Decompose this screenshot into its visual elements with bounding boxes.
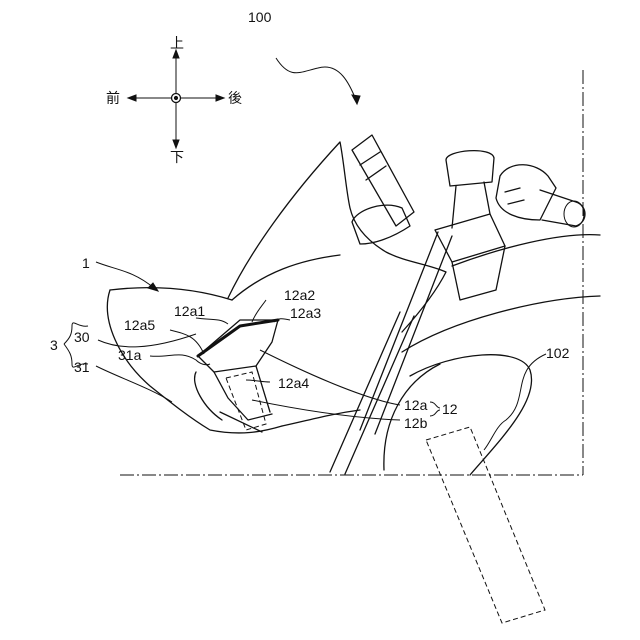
- label-12: 12: [442, 401, 458, 417]
- orientation-front-label: 前: [106, 90, 120, 106]
- label-3: 3: [50, 337, 58, 353]
- orientation-indicator: 上 下 前 後: [106, 35, 242, 165]
- label-102: 102: [546, 345, 570, 361]
- label-12a4: 12a4: [278, 375, 309, 391]
- orientation-down-label: 下: [170, 149, 184, 165]
- label-12a3: 12a3: [290, 305, 321, 321]
- label-12b: 12b: [404, 415, 428, 431]
- orientation-rear-label: 後: [228, 90, 242, 106]
- label-12a: 12a: [404, 397, 428, 413]
- arrow-rear-icon: [216, 95, 224, 101]
- arrow-front-icon: [128, 95, 136, 101]
- label-100: 100: [248, 9, 272, 25]
- reference-lines: [120, 70, 583, 475]
- arrow-down-icon: [173, 140, 179, 148]
- orientation-up-label: 上: [170, 35, 184, 51]
- reference-labels: 100 1 3 30 31 31a 12a1 12a2 12a3 12a4 12…: [50, 9, 570, 431]
- label-12a2: 12a2: [284, 287, 315, 303]
- label-12a1: 12a1: [174, 303, 205, 319]
- label-12a5: 12a5: [124, 317, 155, 333]
- label-1: 1: [82, 255, 90, 271]
- label-31a: 31a: [118, 347, 142, 363]
- arrow-up-icon: [173, 50, 179, 58]
- label-30: 30: [74, 329, 90, 345]
- label-31: 31: [74, 359, 90, 375]
- leader-lines: [64, 58, 546, 450]
